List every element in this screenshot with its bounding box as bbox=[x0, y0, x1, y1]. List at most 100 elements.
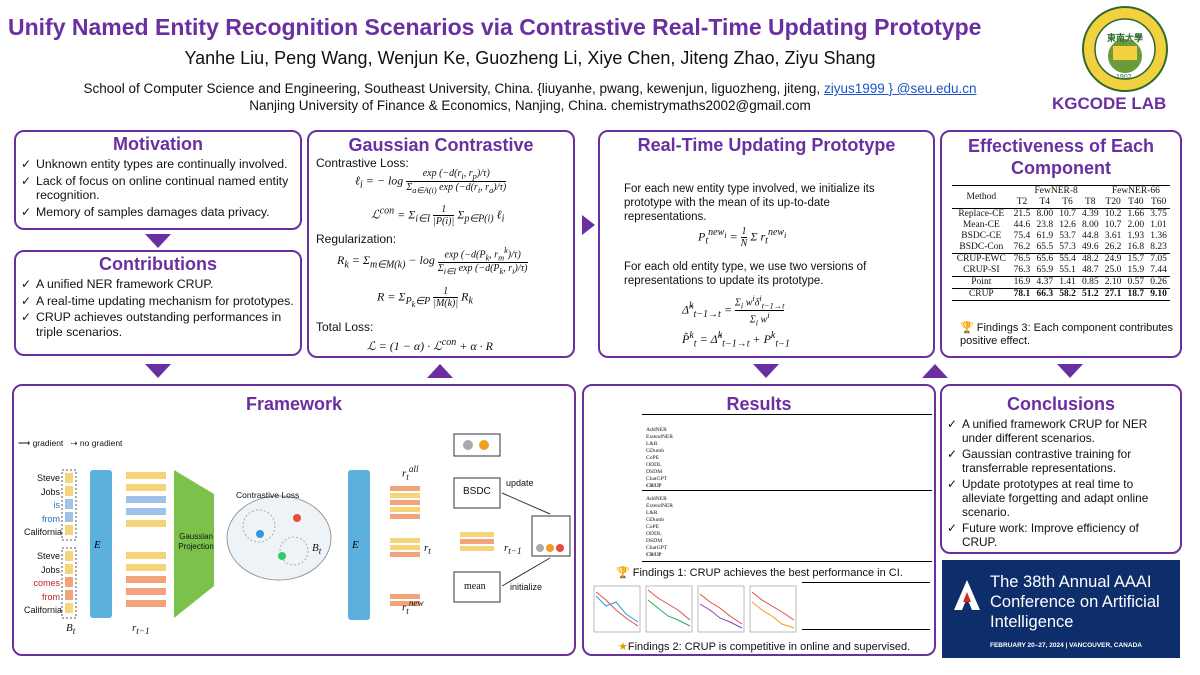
table-header: T60 bbox=[1150, 197, 1167, 207]
results-heading: Results bbox=[726, 394, 792, 414]
effectiveness-heading: Effectiveness of Each Component bbox=[967, 136, 1155, 178]
check-icon: ✓ bbox=[21, 204, 32, 219]
gaussian-panel: Gaussian Contrastive Contrastive Loss: ℓ… bbox=[307, 130, 575, 358]
dashed-arrow-icon: ⇢ bbox=[70, 438, 78, 448]
prototype-update-formula: P̂kt = Δ̂kt−1→t + Pkt−1 bbox=[682, 330, 790, 350]
table-cell: 7.44 bbox=[1150, 265, 1167, 275]
table-cell: 15.9 bbox=[1127, 265, 1145, 275]
contributions-panel: Contributions ✓A unified NER framework C… bbox=[14, 250, 302, 356]
table-row: AddNER bbox=[646, 427, 667, 433]
bsdc-label: BSDC bbox=[463, 486, 491, 497]
r-prev-label: rt−1 bbox=[132, 622, 150, 637]
table-header: T40 bbox=[1128, 197, 1144, 207]
table-cell: BSDC-Con bbox=[959, 242, 1004, 252]
svg-text:E: E bbox=[351, 539, 359, 551]
arrow-right-icon bbox=[582, 215, 595, 235]
table-header: T20 bbox=[1105, 197, 1121, 207]
table-row: CoPE bbox=[646, 524, 660, 530]
r-prev2-label: rt−1 bbox=[504, 542, 522, 557]
table-cell: 15.7 bbox=[1127, 254, 1145, 264]
list-item: ✓Unknown entity types are continually in… bbox=[21, 157, 288, 171]
table-cell: 44.8 bbox=[1081, 231, 1099, 241]
list-item: ✓A real-time updating mechanism for prot… bbox=[21, 293, 294, 308]
table-cell: 55.4 bbox=[1059, 254, 1076, 264]
table-cell: 10.7 bbox=[1059, 209, 1076, 219]
table-row: AddNER bbox=[646, 496, 667, 502]
contrastive-formula: ℓi = − log exp (−d(ri, rp)/τ)Σa∈A(i) exp… bbox=[355, 168, 507, 195]
table-header: T8 bbox=[1085, 197, 1096, 207]
r-all-label: rtall bbox=[402, 464, 419, 482]
table-row: GDumb bbox=[646, 517, 665, 523]
check-icon: ✓ bbox=[21, 277, 32, 291]
finding-2: ★Findings 2: CRUP is competitive in onli… bbox=[618, 641, 911, 653]
table-cell: 26.2 bbox=[1104, 242, 1122, 252]
framework-panel: Framework ⟶ gradient ⇢ no gradient Steve… bbox=[12, 384, 576, 656]
table-cell: 8.00 bbox=[1081, 220, 1099, 230]
finding-3: 🏆 Findings 3: Each component contributes… bbox=[960, 322, 1174, 347]
aaai-logo-icon bbox=[954, 580, 980, 610]
table-cell: 18.7 bbox=[1127, 289, 1145, 299]
table-cell: 0.57 bbox=[1127, 277, 1145, 287]
table-row: CRUP bbox=[646, 483, 662, 489]
table-cell: 4.37 bbox=[1036, 277, 1054, 287]
table-cell: 9.10 bbox=[1150, 289, 1167, 299]
table-header: Method bbox=[966, 191, 997, 202]
trophy-icon: 🏆 bbox=[960, 322, 974, 334]
prototype-heading: Real-Time Updating Prototype bbox=[637, 135, 896, 155]
table-cell: 49.6 bbox=[1081, 242, 1099, 252]
affiliation-1: School of Computer Science and Engineeri… bbox=[83, 81, 821, 96]
conclusions-heading: Conclusions bbox=[1006, 394, 1115, 414]
table-cell: CRUP-SI bbox=[963, 265, 1000, 275]
poster-title: Unify Named Entity Recognition Scenarios… bbox=[8, 14, 982, 40]
table-cell: 65.5 bbox=[1036, 242, 1054, 252]
check-icon: ✓ bbox=[21, 293, 32, 308]
motivation-panel: Motivation ✓Unknown entity types are con… bbox=[14, 130, 302, 230]
arrow-up-icon bbox=[427, 364, 453, 378]
university-logo: 東南大學 1902 bbox=[1072, 6, 1178, 92]
aaai-banner: The 38th Annual AAAI Conference on Artif… bbox=[942, 560, 1180, 658]
logo-chinese: 東南大學 bbox=[1107, 33, 1144, 43]
check-icon: ✓ bbox=[947, 477, 958, 491]
arrow-up-icon bbox=[922, 364, 948, 378]
table-row: ExtendNER bbox=[646, 503, 674, 509]
table-cell: 7.05 bbox=[1150, 254, 1167, 264]
list-item: ✓Memory of samples damages data privacy. bbox=[21, 204, 270, 219]
r-new-label: rtnew bbox=[402, 598, 424, 616]
table-cell: 10.7 bbox=[1104, 220, 1122, 230]
bt-label: Bt bbox=[66, 622, 76, 637]
table-cell: 3.75 bbox=[1150, 209, 1167, 219]
table-row: ODDL bbox=[646, 462, 662, 468]
table-row: L&R bbox=[646, 441, 658, 447]
contrastive-sum-formula: ℒcon = Σi∈I 1|P(i)| Σp∈P(i) ℓi bbox=[371, 204, 505, 227]
table-row: GDumb bbox=[646, 448, 665, 454]
table-header: T2 bbox=[1016, 197, 1028, 207]
check-icon: ✓ bbox=[21, 173, 32, 188]
table-row: ChatGPT bbox=[646, 476, 668, 482]
table-cell: Replace-CE bbox=[958, 209, 1005, 219]
arrow-down-icon bbox=[753, 364, 779, 378]
table-cell: 76.2 bbox=[1013, 242, 1031, 252]
check-icon: ✓ bbox=[21, 310, 32, 325]
check-icon: ✓ bbox=[947, 417, 958, 431]
table-cell: 51.2 bbox=[1081, 289, 1099, 299]
table-cell: 0.26 bbox=[1150, 277, 1167, 287]
gaussian-projection-label: Gaussian Projection bbox=[178, 532, 214, 551]
logo-year: 1902 bbox=[1116, 74, 1132, 81]
star-icon: ★ bbox=[618, 641, 628, 653]
conclusions-panel: Conclusions ✓A unified framework CRUP fo… bbox=[940, 384, 1182, 554]
contributions-heading: Contributions bbox=[99, 254, 217, 274]
motivation-heading: Motivation bbox=[113, 134, 203, 154]
table-header: T6 bbox=[1062, 197, 1073, 207]
table-cell: 27.1 bbox=[1104, 289, 1122, 299]
table-cell: CRUP bbox=[968, 289, 994, 299]
authors: Yanhe Liu, Peng Wang, Wenjun Ke, Guozhen… bbox=[184, 48, 876, 68]
aaai-title: The 38th Annual AAAI Conference on Artif… bbox=[990, 573, 1160, 631]
email-link[interactable]: ziyus1999 } @seu.edu.cn bbox=[823, 81, 977, 96]
